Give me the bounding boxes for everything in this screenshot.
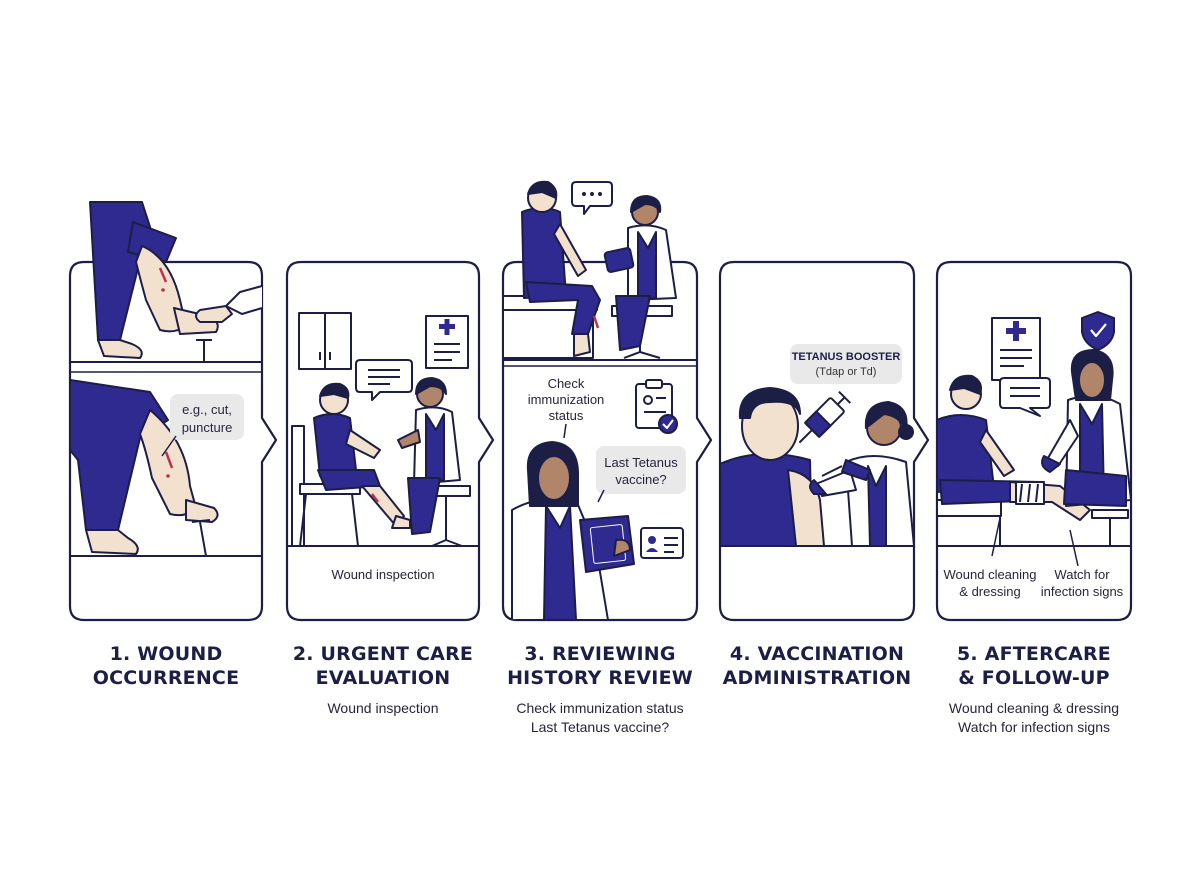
- step-1-title-line2: OCCURRENCE: [92, 667, 240, 689]
- panel-3-illustration: [502, 180, 697, 620]
- panel-3-bubble-line1: Last Tetanus: [604, 455, 678, 470]
- document-plus-icon-2: [991, 317, 1041, 381]
- panel-4-booster-sub: (Tdap or Td): [815, 366, 877, 378]
- panel-5-label-b-line1: Watch for: [1054, 567, 1110, 582]
- step-1-title-line1: 1. WOUND: [109, 643, 223, 665]
- doctor-reviewing: [511, 441, 635, 620]
- clipboard-check-icon: [635, 379, 678, 434]
- helping-hand: [195, 285, 263, 323]
- panel-5-label-a-line1: Wound cleaning: [943, 567, 1037, 582]
- step-3-title-line1: 3. REVIEWING: [524, 643, 676, 665]
- leg-top: [89, 201, 219, 359]
- panel-3-label-line3: status: [548, 408, 584, 423]
- nurse-injecting: [809, 401, 914, 547]
- step-3-caption-line1: Check immunization status: [516, 700, 684, 716]
- step-2-title-line2: EVALUATION: [315, 667, 451, 689]
- document-plus-icon: [425, 315, 469, 369]
- panel-1-label-line1: e.g., cut,: [182, 402, 232, 417]
- label-bubble-tetanus: [596, 446, 686, 503]
- label-bubble-cut: [161, 394, 244, 457]
- step-5-caption-line1: Wound cleaning & dressing: [948, 700, 1120, 716]
- panel-2-label: Wound inspection: [331, 567, 435, 582]
- cabinet-icon: [298, 312, 352, 370]
- patient-bandaged: [937, 374, 1091, 521]
- step-4-title-line1: 4. VACCINATION: [729, 643, 905, 665]
- label-bubble-booster: [790, 344, 902, 384]
- panel-4-booster-title: TETANUS BOOSTER: [791, 351, 901, 363]
- nurse-dressing: [1041, 349, 1131, 546]
- step-5-title-line1: 5. AFTERCARE: [957, 643, 1111, 665]
- panel-3-label-line1: Check: [547, 376, 585, 391]
- chat-bubble-icon-3: [999, 377, 1051, 417]
- id-card-icon: [640, 527, 684, 559]
- panel-3-bubble-line2: vaccine?: [615, 472, 667, 487]
- panel-5-label-b-line2: infection signs: [1040, 584, 1124, 599]
- leg-bottom: [70, 379, 219, 555]
- nail-icon: [196, 339, 212, 362]
- chat-bubble-icon-2: [571, 181, 613, 215]
- doctor-seated: [397, 377, 471, 547]
- step-5-title-line2: & FOLLOW-UP: [958, 667, 1110, 689]
- panel-1-label-line2: puncture: [181, 420, 233, 435]
- syringe-icon: [798, 391, 851, 444]
- step-3-caption-line2: Last Tetanus vaccine?: [530, 719, 670, 735]
- panel-2-illustration: [287, 312, 479, 547]
- chat-bubble-icon: [355, 359, 413, 401]
- patient-on-table: [521, 180, 601, 357]
- panel-1-illustration: [70, 201, 263, 557]
- step-2-caption: Wound inspection: [327, 700, 439, 716]
- step-4-title-line2: ADMINISTRATION: [722, 667, 912, 689]
- step-5-caption-line2: Watch for infection signs: [958, 719, 1110, 735]
- nail-icon-2: [191, 519, 211, 557]
- doctor-with-tablet: [603, 195, 677, 359]
- patient-seated: [291, 382, 411, 547]
- panel-3-label-line2: immunization: [527, 392, 605, 407]
- step-3-title-line2: HISTORY REVIEW: [507, 667, 693, 689]
- panel-4-illustration: [720, 344, 914, 547]
- step-2-title-line1: 2. URGENT CARE: [292, 643, 474, 665]
- panel-5-label-a-line2: & dressing: [959, 584, 1021, 599]
- panel-5-illustration: [937, 311, 1131, 567]
